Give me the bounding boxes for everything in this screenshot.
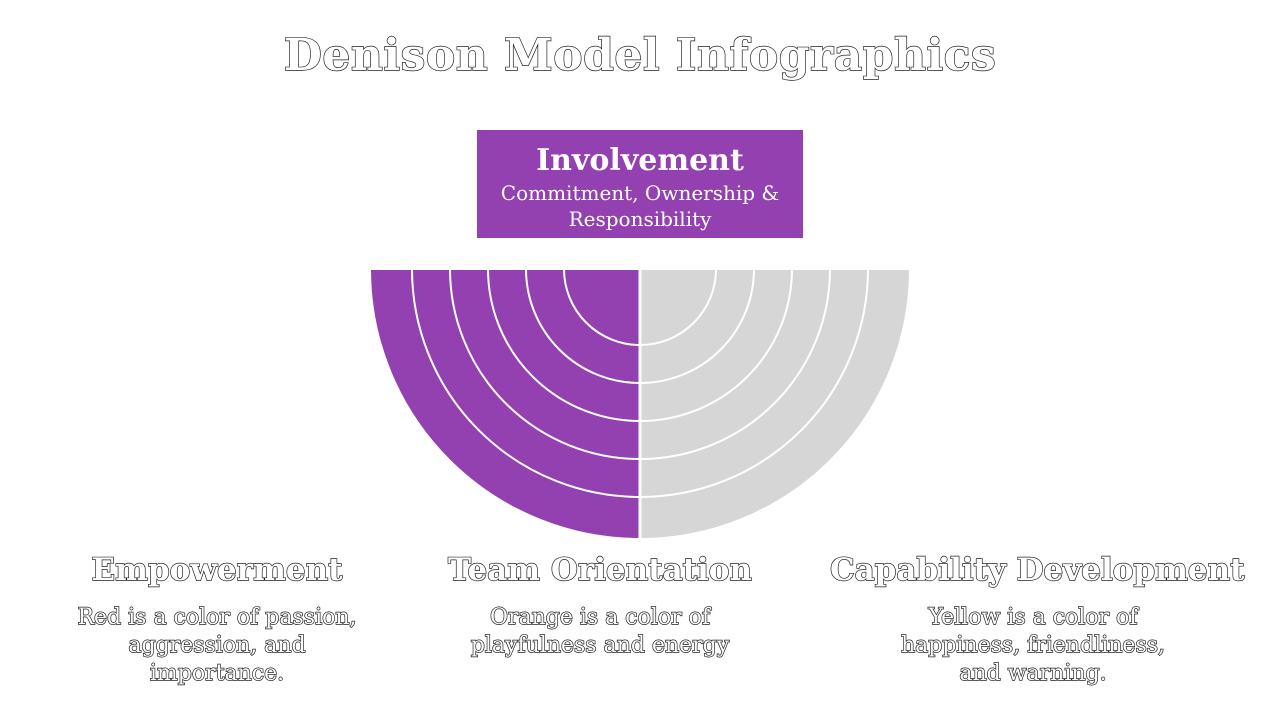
- involvement-subtitle: Commitment, Ownership & Responsibility: [500, 181, 780, 231]
- capability-development-text: Yellow is a color of happiness, friendli…: [900, 604, 1166, 686]
- team-orientation-text: Orange is a color of playfulness and ene…: [470, 604, 730, 658]
- empowerment-heading: Empowerment: [91, 551, 343, 588]
- capability-development-heading: Capability Development: [829, 551, 1245, 588]
- page-title: Denison Model Infographics: [283, 29, 997, 81]
- team-orientation-heading: Team Orientation: [447, 551, 752, 588]
- involvement-box: Involvement Commitment, Ownership & Resp…: [477, 130, 803, 238]
- empowerment-text: Red is a color of passion, aggression, a…: [77, 604, 357, 686]
- capability-development-column: Capability Development Yellow is a color…: [829, 548, 1245, 688]
- involvement-heading: Involvement: [536, 143, 744, 178]
- team-orientation-column: Team Orientation Orange is a color of pl…: [445, 548, 755, 660]
- ring-left-6: [562, 268, 641, 347]
- empowerment-column: Empowerment Red is a color of passion, a…: [67, 548, 367, 688]
- ring-right-6: [639, 268, 718, 347]
